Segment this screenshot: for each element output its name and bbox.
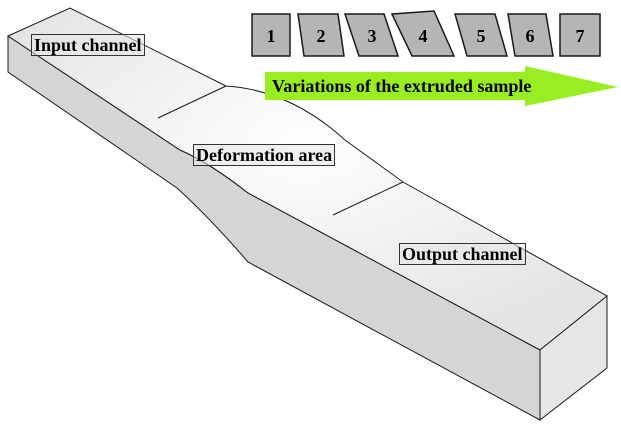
sample-7: 7 (559, 13, 601, 57)
sample-5-label: 5 (477, 26, 486, 46)
sample-6: 6 (507, 13, 554, 57)
sample-6-label: 6 (526, 26, 535, 46)
sample-4-shape (390, 10, 456, 57)
sample-2-shape (297, 13, 345, 57)
sample-5: 5 (454, 13, 508, 57)
output-channel-label: Output channel (399, 243, 526, 265)
sample-7-shape (559, 13, 601, 57)
deformation-area-label: Deformation area (193, 144, 336, 166)
sample-4-label: 4 (419, 26, 428, 46)
sample-5-shape (454, 13, 508, 57)
sample-4: 4 (390, 10, 456, 57)
input-section-divider (157, 85, 227, 119)
input-channel-label: Input channel (31, 34, 145, 56)
sample-3-label: 3 (368, 26, 377, 46)
sample-1: 1 (251, 13, 291, 57)
sample-7-label: 7 (576, 26, 585, 46)
sample-3: 3 (343, 13, 400, 57)
sample-6-shape (507, 13, 554, 57)
channel-end-face (539, 294, 608, 422)
channel-body (6, 7, 608, 422)
sample-1-shape (251, 13, 291, 57)
output-section-divider (332, 181, 404, 216)
sample-3-shape (343, 13, 400, 57)
direction-arrow (265, 66, 618, 106)
sample-2-label: 2 (317, 26, 326, 46)
sample-2: 2 (297, 13, 345, 57)
sample-1-label: 1 (267, 26, 276, 46)
channel-top-face (6, 7, 608, 351)
sample-variations: 1 2 3 4 5 6 7 (251, 10, 601, 57)
arrow-caption: Variations of the extruded sample (272, 76, 532, 96)
